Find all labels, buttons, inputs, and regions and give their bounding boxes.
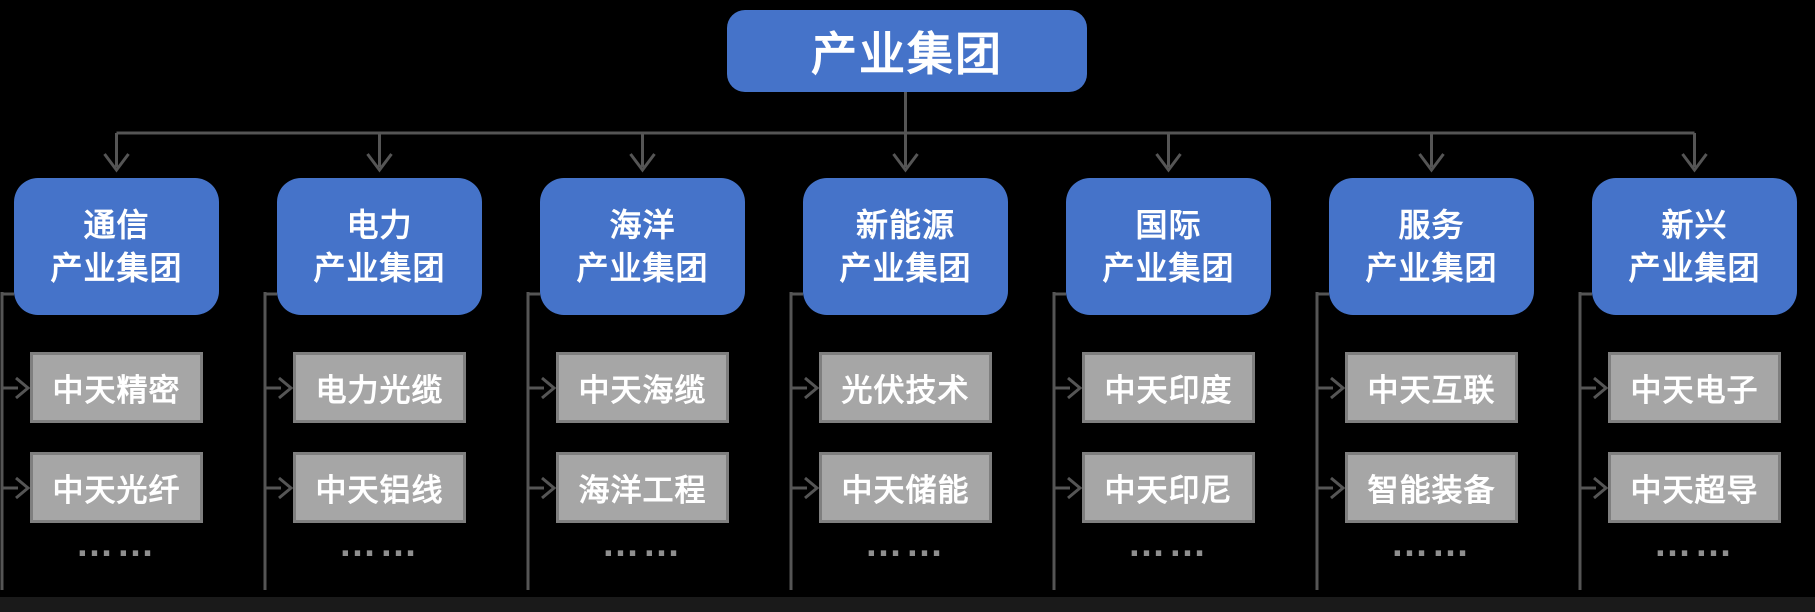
subsidiary-node: 海洋工程	[556, 452, 729, 523]
group-title-line: 产业集团	[839, 249, 972, 286]
group-node: 新能源产业集团	[803, 178, 1008, 315]
group-node: 新兴产业集团	[1592, 178, 1797, 315]
subsidiary-node: 光伏技术	[819, 352, 992, 423]
subsidiary-node: 中天光纤	[30, 452, 203, 523]
subsidiary-node: 中天印尼	[1082, 452, 1255, 523]
group-title-line: 海洋	[609, 207, 676, 244]
org-column: 国际产业集团中天印度中天印尼……	[1066, 178, 1271, 598]
group-title-line: 产业集团	[313, 249, 446, 286]
group-title-line: 新兴	[1661, 207, 1728, 244]
org-column: 服务产业集团中天互联智能装备……	[1329, 178, 1534, 598]
ellipsis-more: ……	[601, 523, 684, 565]
subsidiary-node: 中天印度	[1082, 352, 1255, 423]
org-column: 新能源产业集团光伏技术中天储能……	[803, 178, 1008, 598]
subsidiary-node: 中天海缆	[556, 352, 729, 423]
subsidiary-node: 电力光缆	[293, 352, 466, 423]
group-title-line: 产业集团	[1365, 249, 1498, 286]
group-title-line: 产业集团	[50, 249, 183, 286]
ellipsis-more: ……	[1127, 523, 1210, 565]
group-node: 国际产业集团	[1066, 178, 1271, 315]
root-node: 产业集团	[727, 10, 1087, 92]
group-title-line: 服务	[1398, 207, 1465, 244]
subsidiary-node: 中天铝线	[293, 452, 466, 523]
subsidiary-node: 中天超导	[1608, 452, 1781, 523]
group-title-line: 电力	[346, 207, 413, 244]
group-node: 海洋产业集团	[540, 178, 745, 315]
group-node: 通信产业集团	[14, 178, 219, 315]
bottom-strip	[0, 597, 1815, 612]
org-column: 通信产业集团中天精密中天光纤……	[14, 178, 219, 598]
group-title-line: 产业集团	[1102, 249, 1235, 286]
ellipsis-more: ……	[338, 523, 421, 565]
org-column: 海洋产业集团中天海缆海洋工程……	[540, 178, 745, 598]
subsidiary-node: 中天电子	[1608, 352, 1781, 423]
group-title-line: 产业集团	[1628, 249, 1761, 286]
group-title-line: 产业集团	[576, 249, 709, 286]
group-title-line: 通信	[83, 207, 150, 244]
org-column: 电力产业集团电力光缆中天铝线……	[277, 178, 482, 598]
ellipsis-more: ……	[75, 523, 158, 565]
group-title-line: 新能源	[855, 207, 955, 244]
subsidiary-node: 智能装备	[1345, 452, 1518, 523]
ellipsis-more: ……	[1390, 523, 1473, 565]
ellipsis-more: ……	[1653, 523, 1736, 565]
org-column: 新兴产业集团中天电子中天超导……	[1592, 178, 1797, 598]
ellipsis-more: ……	[864, 523, 947, 565]
subsidiary-node: 中天储能	[819, 452, 992, 523]
group-node: 服务产业集团	[1329, 178, 1534, 315]
group-node: 电力产业集团	[277, 178, 482, 315]
subsidiary-node: 中天互联	[1345, 352, 1518, 423]
group-title-line: 国际	[1135, 207, 1202, 244]
subsidiary-node: 中天精密	[30, 352, 203, 423]
